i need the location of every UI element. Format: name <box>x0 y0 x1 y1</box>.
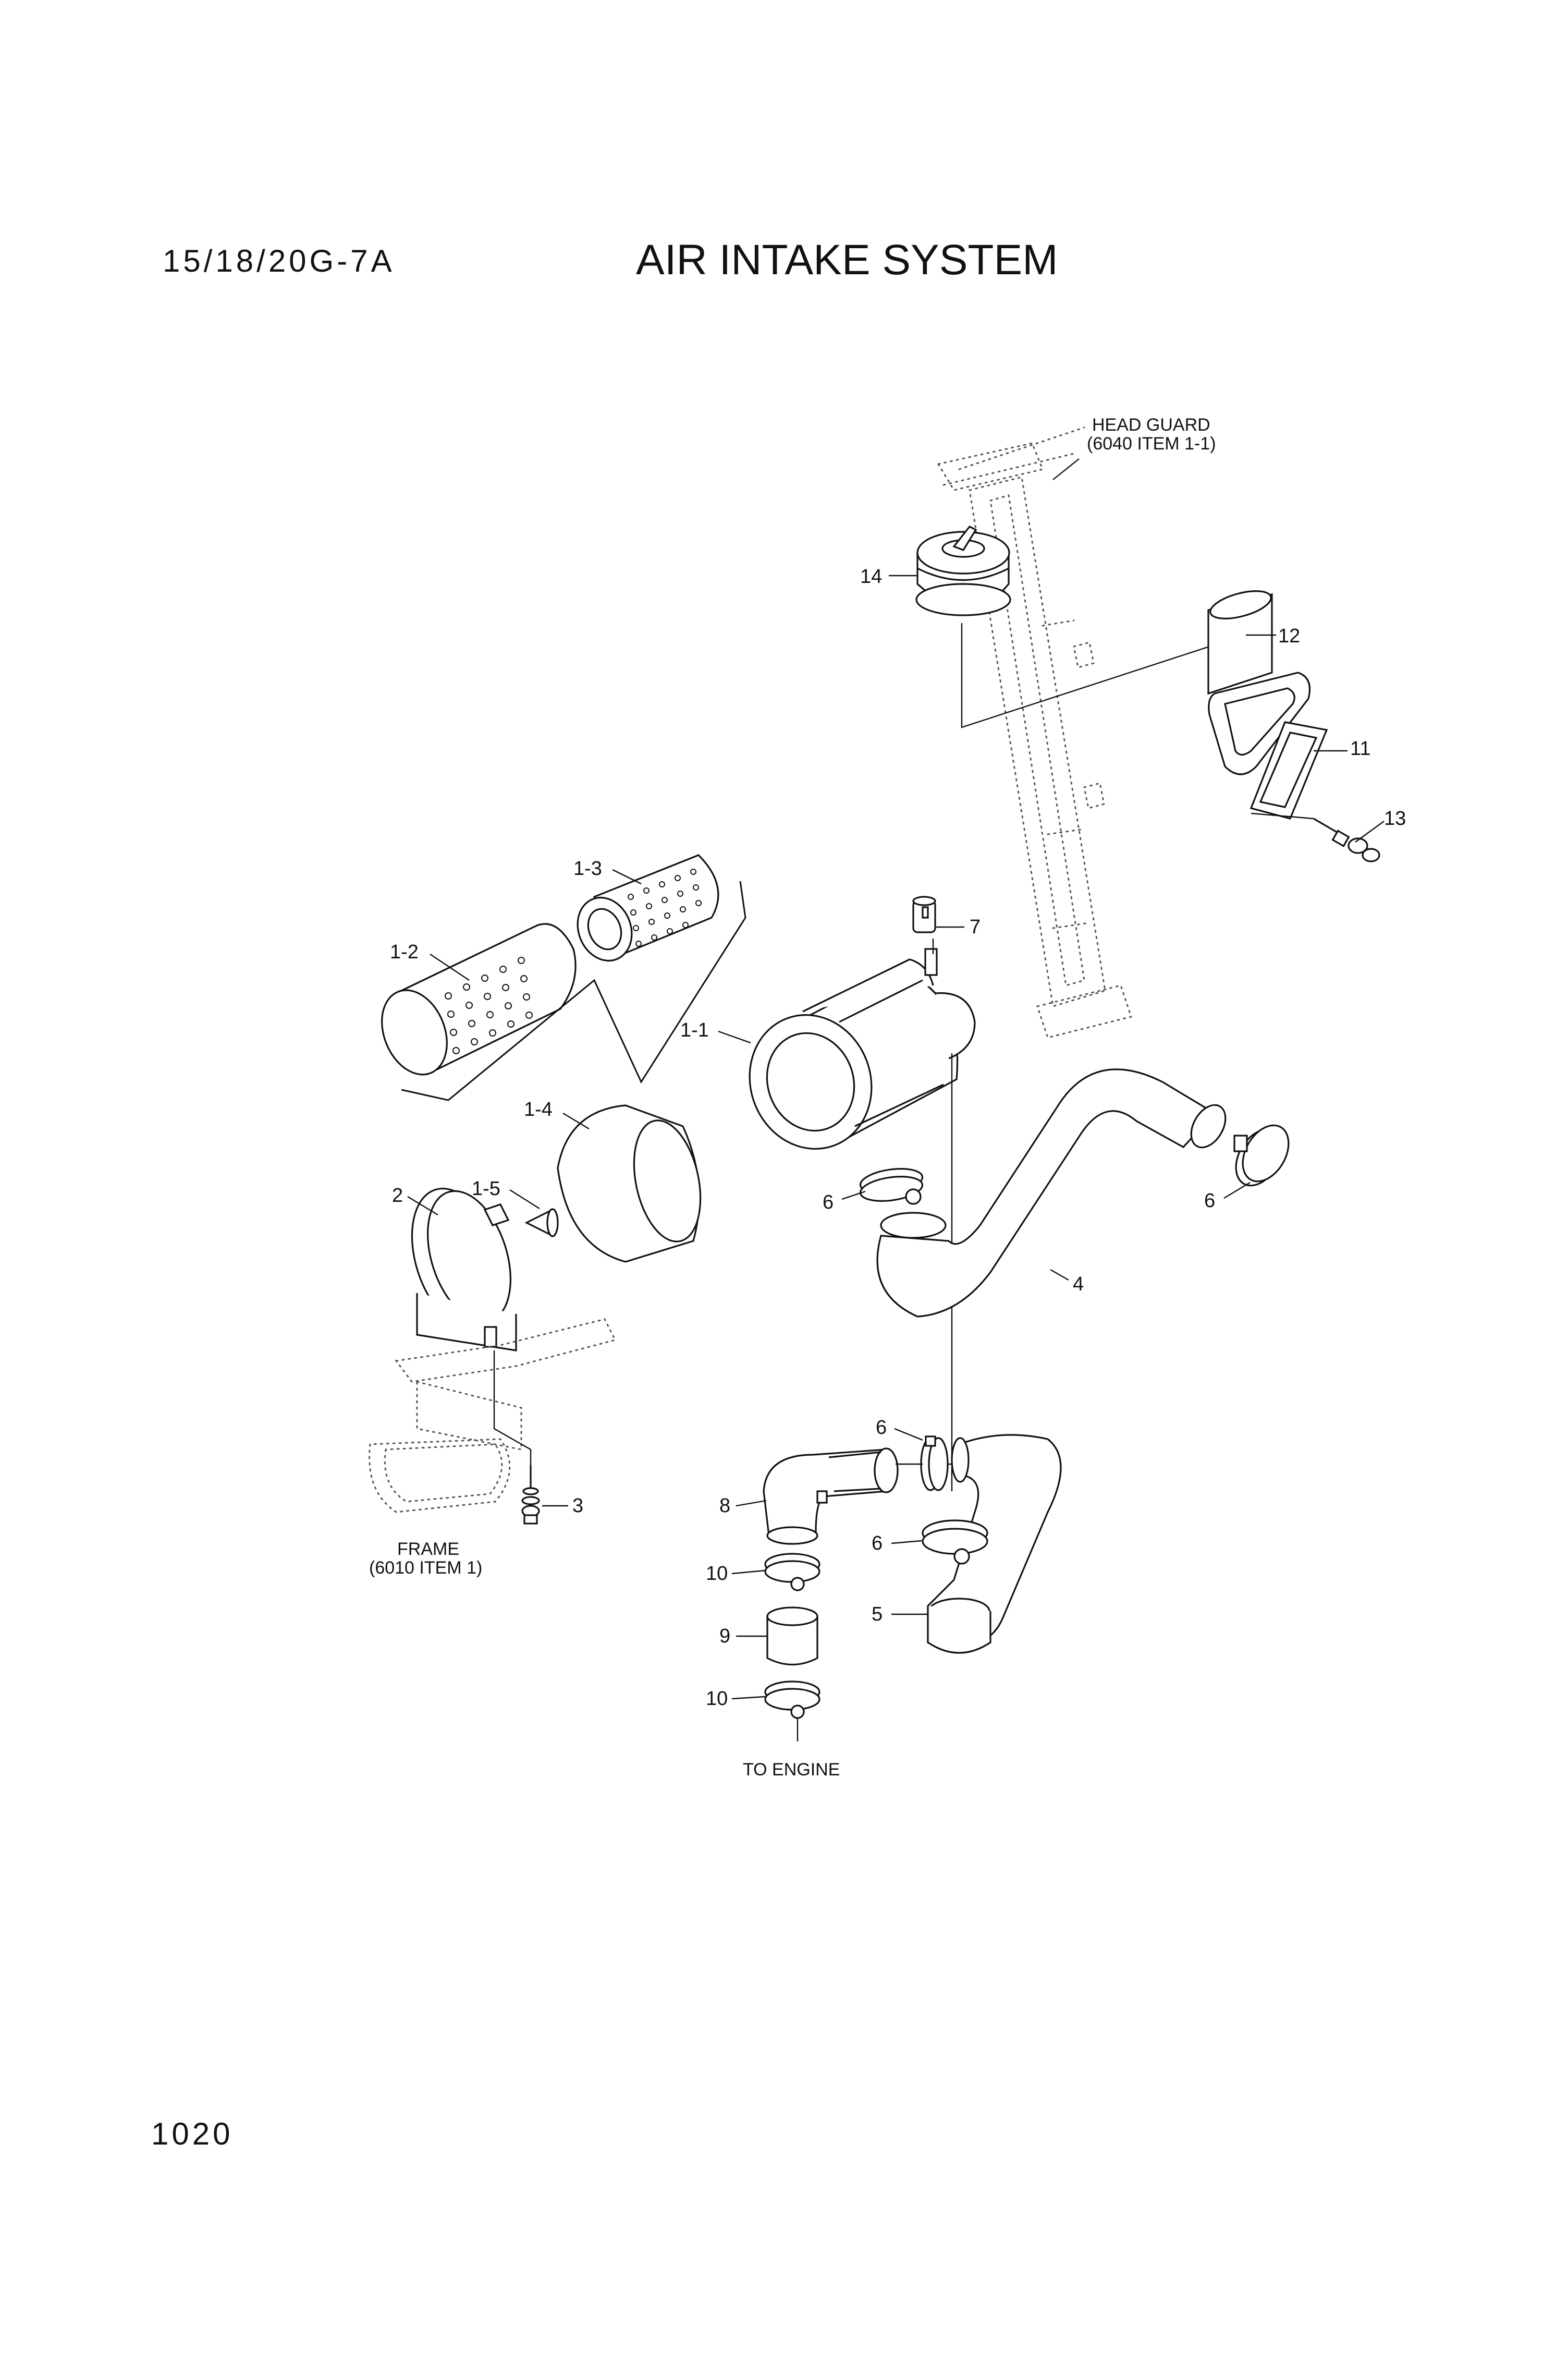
callout-13: 13 <box>1384 808 1406 830</box>
head-guard-leader <box>1052 458 1080 480</box>
part-9-sleeve <box>766 1606 818 1665</box>
head-guard-note-line2: (6040 ITEM 1-1) <box>1087 434 1216 454</box>
callout-1-2: 1-2 <box>390 941 419 963</box>
callout-2: 2 <box>392 1185 403 1207</box>
part-1-2-main-element <box>381 923 577 1076</box>
part-1-1-air-cleaner-housing <box>749 948 976 1150</box>
callout-6-lower-clamp: 6 <box>872 1532 883 1554</box>
part-6-hose-clamp-lower <box>922 1519 988 1565</box>
perforation-holes <box>445 957 533 1054</box>
page-title: AIR INTAKE SYSTEM <box>636 236 1058 284</box>
part-7-valve <box>912 896 936 933</box>
callout-4: 4 <box>1073 1273 1084 1295</box>
to-engine-note: TO ENGINE <box>743 1760 840 1780</box>
callout-1-4: 1-4 <box>524 1099 553 1120</box>
part-1-4-cover <box>557 1104 702 1263</box>
part-13-bolt <box>1313 818 1380 862</box>
model-code: 15/18/20G-7A <box>163 243 395 278</box>
element-group-bracket <box>401 881 746 1101</box>
part-11-gasket <box>1250 721 1328 820</box>
frame-note-line1: FRAME <box>397 1539 459 1559</box>
callout-5: 5 <box>872 1603 883 1625</box>
part-6-hose-clamp-right <box>1233 1124 1290 1187</box>
frame-note-line2: (6010 ITEM 1) <box>369 1558 482 1578</box>
head-guard-outline <box>937 427 1132 1039</box>
callout-6-cleaner-clamp: 6 <box>823 1191 834 1213</box>
page-number: 1020 <box>151 2116 234 2151</box>
callout-8: 8 <box>719 1495 730 1517</box>
callout-6-middle-clamp: 6 <box>876 1417 887 1439</box>
part-5-lower-hose <box>927 1434 1062 1654</box>
callout-12: 12 <box>1278 625 1300 647</box>
callout-14: 14 <box>860 566 882 588</box>
part-2-mounting-band <box>411 1187 517 1351</box>
part-6-hose-clamp-middle <box>920 1435 949 1491</box>
callout-1-3: 1-3 <box>573 858 602 880</box>
callout-7: 7 <box>970 916 981 938</box>
callout-6-right-clamp: 6 <box>1204 1190 1215 1212</box>
head-guard-note-line1: HEAD GUARD <box>1092 415 1210 435</box>
part-14-precleaner-cap <box>915 525 1011 616</box>
part-10-clamp-upper <box>764 1553 820 1591</box>
perforation-holes <box>628 869 702 947</box>
part-10-clamp-lower <box>764 1680 820 1719</box>
callout-3: 3 <box>572 1495 583 1517</box>
part-12-intake-duct <box>1207 590 1311 775</box>
callout-10-upper: 10 <box>706 1563 728 1585</box>
callout-1-5: 1-5 <box>472 1178 500 1200</box>
callout-9: 9 <box>719 1625 730 1647</box>
part-6-hose-clamp-cleaner <box>859 1168 924 1205</box>
callout-11: 11 <box>1350 738 1370 760</box>
part-8-elbow <box>763 1447 899 1545</box>
part-14-mounting-line <box>961 623 1210 728</box>
callout-10-lower: 10 <box>706 1688 728 1710</box>
part-1-3-safety-element <box>577 854 719 962</box>
frame-outline <box>369 1318 617 1513</box>
part-3-bolt-washers <box>521 1465 540 1525</box>
part-4-intake-hose <box>876 1068 1227 1318</box>
part-1-5-dust-valve <box>524 1208 559 1237</box>
callout-1-1: 1-1 <box>680 1019 709 1041</box>
